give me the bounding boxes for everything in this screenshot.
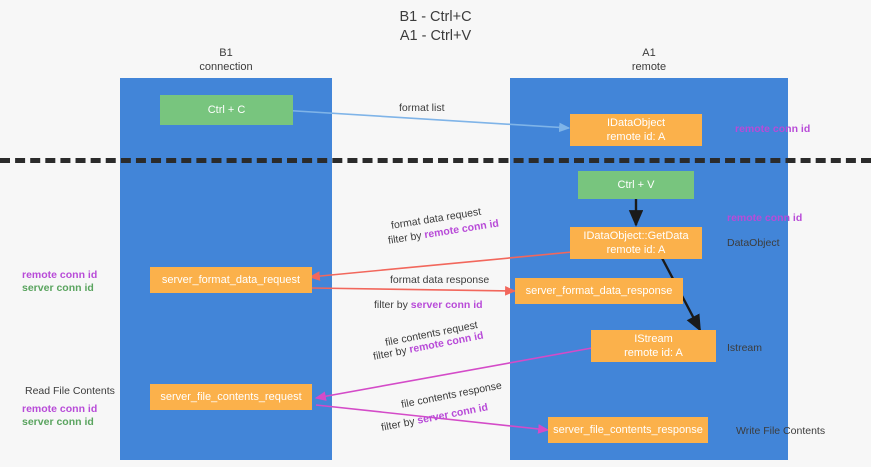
annotation-right-write-file-contents: Write File Contents <box>736 425 826 437</box>
diagram-title: B1 - Ctrl+C A1 - Ctrl+V <box>0 8 871 46</box>
annotation-left-remote-conn-id-bot: remote conn id <box>22 403 98 415</box>
column-header-a1-role: remote <box>631 61 667 73</box>
node-idataobject[interactable]: IDataObject remote id: A <box>570 114 702 146</box>
node-istream-line1: IStream <box>634 333 673 345</box>
node-server-format-data-request[interactable]: server_format_data_request <box>150 267 312 293</box>
node-istream-line2: remote id: A <box>624 347 683 359</box>
column-header-b1-role: connection <box>199 61 253 73</box>
node-ctrl-c[interactable]: Ctrl + C <box>160 95 293 125</box>
edge-filter-format-data-response: filter by server conn id <box>374 298 483 312</box>
node-getdata-line1: IDataObject::GetData <box>583 230 689 242</box>
node-istream[interactable]: IStream remote id: A <box>591 330 716 362</box>
filter-key-server-conn-id: server conn id <box>410 299 483 311</box>
column-header-b1: B1 connection <box>120 46 332 74</box>
annotation-right-remote-conn-id-mid: remote conn id <box>727 212 803 224</box>
annotation-right-dataobject: DataObject <box>727 237 780 249</box>
edge-label-format-list: format list <box>399 102 445 114</box>
node-idataobject-line2: remote id: A <box>606 131 666 143</box>
node-server-file-contents-request[interactable]: server_file_contents_request <box>150 384 312 410</box>
edge-format-data-response <box>311 286 517 296</box>
node-ctrl-v[interactable]: Ctrl + V <box>578 171 694 199</box>
node-server-file-contents-response-label: server_file_contents_response <box>553 424 703 436</box>
node-server-format-data-request-label: server_format_data_request <box>161 274 301 286</box>
annotation-left-server-conn-id-mid: server conn id <box>22 282 94 294</box>
title-line-2: A1 - Ctrl+V <box>399 28 472 44</box>
annotation-right-remote-conn-id-top: remote conn id <box>735 123 811 135</box>
node-server-file-contents-response[interactable]: server_file_contents_response <box>548 417 708 443</box>
annotation-left-read-file-contents: Read File Contents <box>25 385 115 397</box>
node-ctrl-v-label: Ctrl + V <box>617 179 655 191</box>
annotation-left-server-conn-id-bot: server conn id <box>22 416 94 428</box>
node-server-file-contents-request-label: server_file_contents_request <box>160 391 302 403</box>
filter-prefix: filter by <box>374 299 411 311</box>
filter-prefix: filter by <box>372 343 411 363</box>
node-server-format-data-response[interactable]: server_format_data_response <box>515 278 683 304</box>
column-header-b1-name: B1 <box>219 47 233 59</box>
edge-label-format-data-response: format data response <box>390 274 490 286</box>
node-ctrl-c-label: Ctrl + C <box>207 104 246 116</box>
node-getdata-line2: remote id: A <box>606 244 666 256</box>
phase-divider <box>0 158 871 163</box>
node-server-format-data-response-label: server_format_data_response <box>525 285 673 297</box>
title-line-1: B1 - Ctrl+C <box>399 9 472 25</box>
node-getdata[interactable]: IDataObject::GetData remote id: A <box>570 227 702 259</box>
node-idataobject-line1: IDataObject <box>606 117 666 129</box>
annotation-left-remote-conn-id-mid: remote conn id <box>22 269 98 281</box>
column-header-a1: A1 remote <box>510 46 788 74</box>
column-header-a1-name: A1 <box>642 47 656 59</box>
filter-prefix: filter by <box>380 414 419 434</box>
annotation-right-istream: Istream <box>727 342 763 354</box>
